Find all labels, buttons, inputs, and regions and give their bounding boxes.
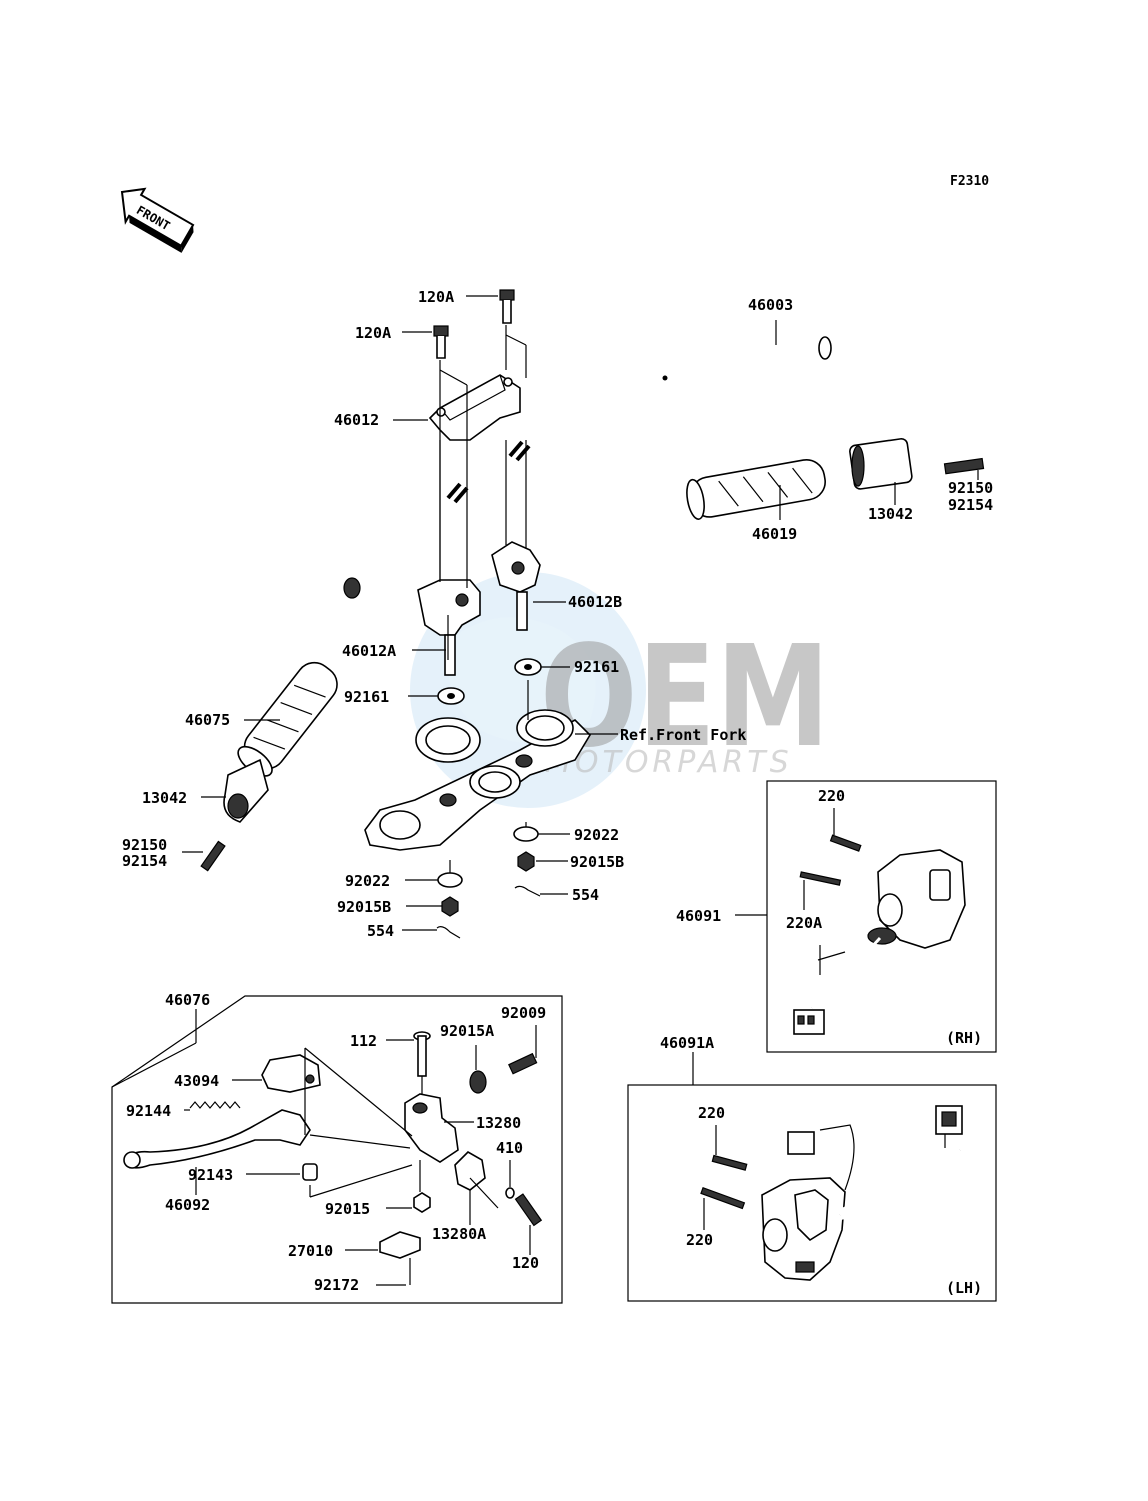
bar-end-bolt-left (200, 840, 226, 872)
nut-92015 (413, 1192, 431, 1213)
bolt-120A-left (433, 325, 449, 359)
nut-92015B-right (517, 851, 535, 872)
collar-92143 (302, 1163, 318, 1181)
label-13280: 13280 (476, 1114, 521, 1132)
label-13042-left: 13042 (142, 789, 187, 807)
label-46075: 46075 (185, 711, 230, 729)
perch-13280 (404, 1093, 459, 1163)
label-92150-left: 92150 (122, 836, 167, 854)
triple-clamp (364, 709, 592, 851)
label-rh: (RH) (946, 1029, 982, 1047)
bar-end-weight-right (849, 438, 913, 490)
label-46019: 46019 (752, 525, 797, 543)
screw-220-rh (829, 834, 862, 852)
label-120A-top: 120A (418, 288, 454, 306)
label-92150-right: 92150 (948, 479, 993, 497)
figure-code: F2310 (950, 174, 989, 189)
label-46091: 46091 (676, 907, 721, 925)
lh-connector-1 (787, 1131, 815, 1155)
clamp-13280A (454, 1151, 486, 1191)
label-92154-left: 92154 (122, 852, 167, 870)
label-112: 112 (350, 1032, 377, 1050)
front-arrow-icon: FRONT (120, 187, 195, 253)
label-92015: 92015 (325, 1200, 370, 1218)
label-410: 410 (496, 1139, 523, 1157)
adjuster-43094 (261, 1054, 321, 1093)
handlebar (341, 336, 832, 604)
bolt-112 (413, 1031, 431, 1077)
label-220-rh: 220 (818, 787, 845, 805)
riser-46012B (491, 541, 541, 631)
label-554-right: 554 (572, 886, 599, 904)
grip-46075 (237, 661, 338, 777)
label-220-lh2: 220 (686, 1231, 713, 1249)
label-92015A: 92015A (440, 1022, 494, 1040)
label-46012B: 46012B (568, 593, 622, 611)
label-ref-front-fork: Ref.Front Fork (620, 726, 746, 744)
callouts-top: 46003 120A 120A 46012 46012B 46012A 9216… (122, 288, 993, 940)
screw-220A (799, 871, 842, 886)
label-92172: 92172 (314, 1276, 359, 1294)
grip-46019 (686, 459, 826, 520)
label-220-lh1: 220 (698, 1104, 725, 1122)
washer-410 (505, 1187, 515, 1199)
label-46092: 46092 (165, 1196, 210, 1214)
label-13042-right: 13042 (868, 505, 913, 523)
label-92022-right: 92022 (574, 826, 619, 844)
label-46003: 46003 (748, 296, 793, 314)
lever-46092 (124, 1109, 311, 1169)
washer-92015A (469, 1070, 487, 1094)
label-43094: 43094 (174, 1072, 219, 1090)
label-27010: 27010 (288, 1242, 333, 1260)
label-92143: 92143 (188, 1166, 233, 1184)
lever-assembly-box: 46076 (111, 991, 563, 1304)
spring-92144 (189, 1101, 241, 1109)
label-92009: 92009 (501, 1004, 546, 1022)
watermark-sub-text: MOTORPARTS (545, 745, 793, 780)
label-92015B-left: 92015B (337, 898, 391, 916)
bolt-120A-top (499, 289, 515, 324)
screw-220-lh1 (711, 1154, 748, 1171)
leader-lines-top (182, 295, 979, 931)
label-46012A: 46012A (342, 642, 396, 660)
riser-46012A (417, 579, 481, 676)
bolt-120 (514, 1193, 543, 1227)
cotter-pin-554-right (514, 885, 541, 897)
washer-92022-left (437, 872, 463, 888)
label-92022-left: 92022 (345, 872, 390, 890)
bar-end-bolt-right (943, 457, 985, 475)
washer-92022-right (513, 826, 539, 842)
screw-220-lh2 (700, 1187, 746, 1210)
top-clamp (428, 374, 521, 441)
label-92015B-right: 92015B (570, 853, 624, 871)
label-46076: 46076 (165, 991, 210, 1009)
label-92154-right: 92154 (948, 496, 993, 514)
label-92161-left: 92161 (344, 688, 389, 706)
bar-end-weight-left (223, 758, 269, 823)
rh-switch-box: 46091 220 220A (RH) (676, 780, 997, 1053)
lh-connector-2 (935, 1105, 963, 1135)
label-120A-left: 120A (355, 324, 391, 342)
lh-switch-box: 46091A 220 220 (LH) (627, 1034, 997, 1302)
label-13280A: 13280A (432, 1225, 486, 1243)
label-92144: 92144 (126, 1102, 171, 1120)
label-92161-right: 92161 (574, 658, 619, 676)
cotter-pin-554-left (436, 926, 461, 939)
label-120: 120 (512, 1254, 539, 1272)
nut-92015B-left (441, 896, 459, 917)
label-46091A: 46091A (660, 1034, 714, 1052)
label-220A: 220A (786, 914, 822, 932)
label-46012: 46012 (334, 411, 379, 429)
label-554-left: 554 (367, 922, 394, 940)
watermark-main-text: OEM (540, 616, 830, 779)
switch-27010 (379, 1231, 421, 1259)
screw-92009 (508, 1052, 538, 1075)
label-lh: (LH) (946, 1279, 982, 1297)
